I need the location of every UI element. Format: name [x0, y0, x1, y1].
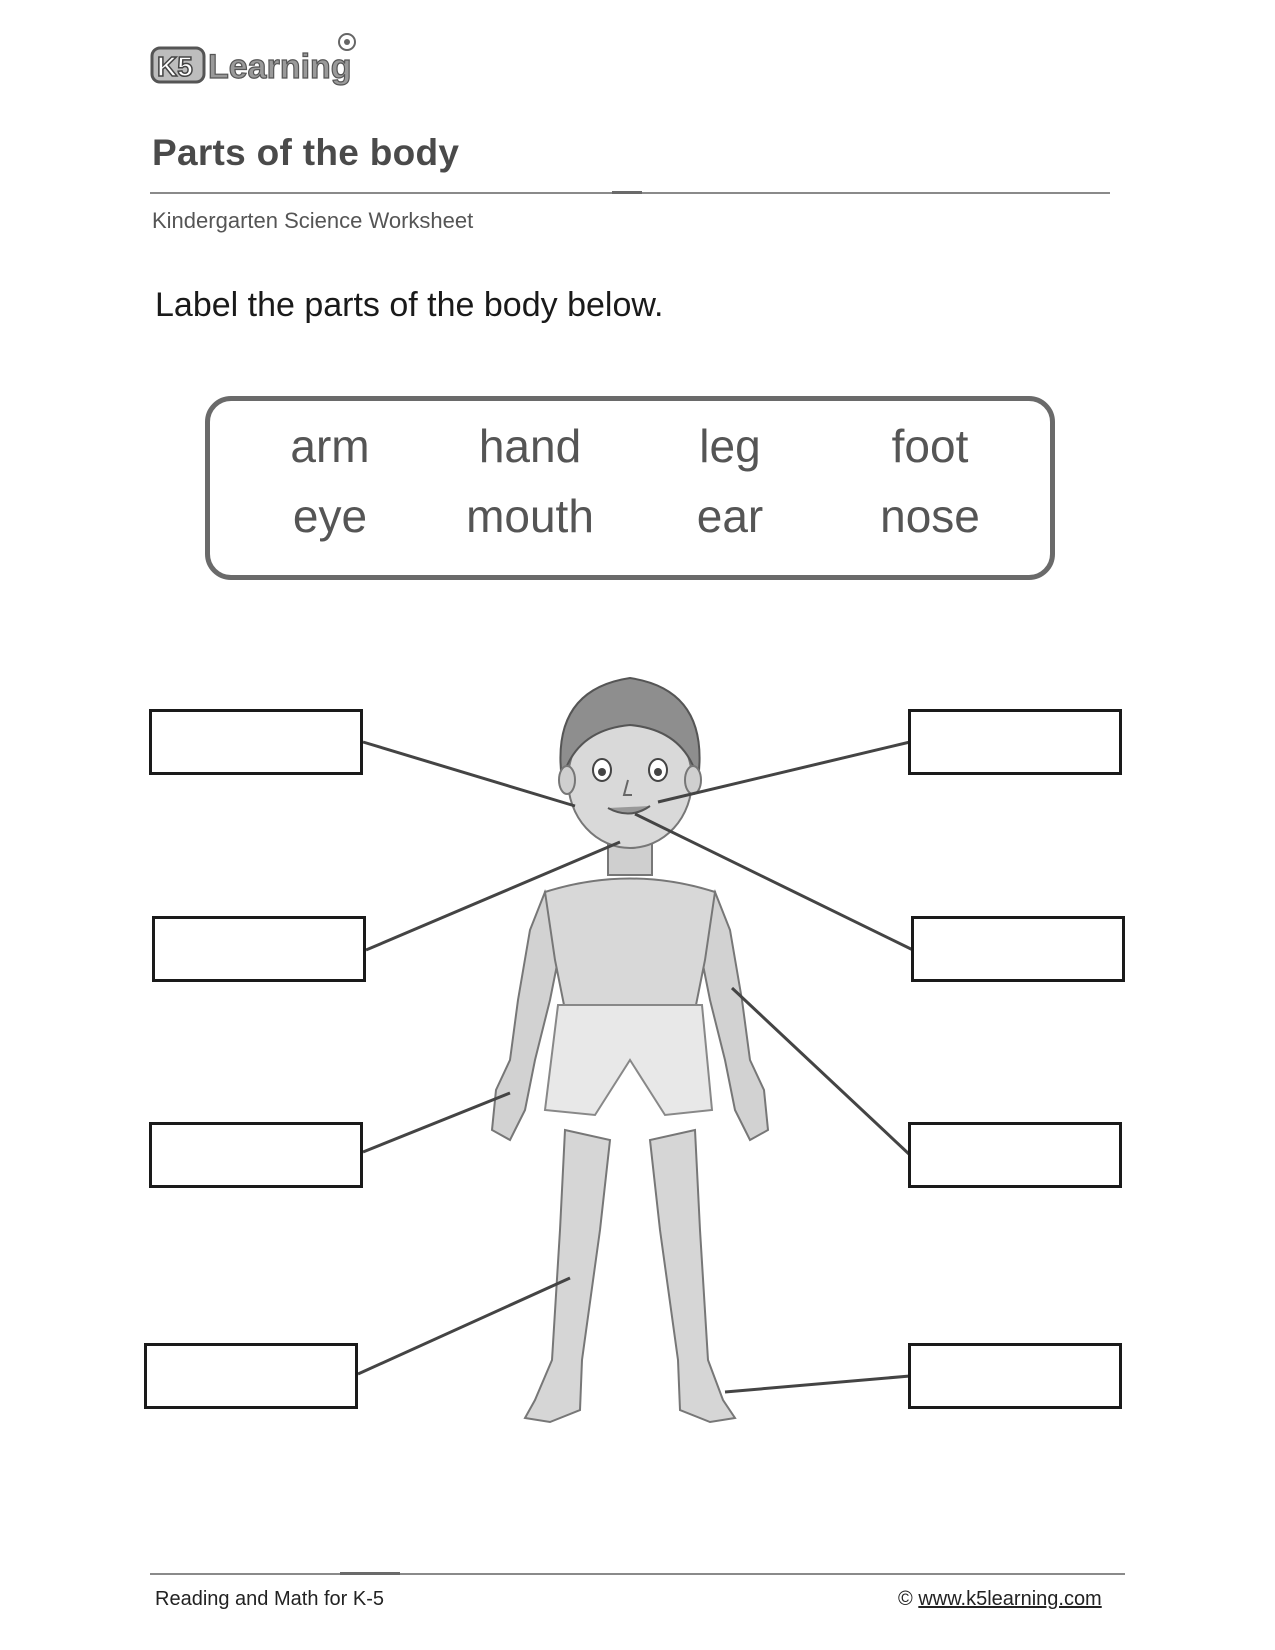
instruction-text: Label the parts of the body below. [155, 286, 664, 324]
worksheet-subtitle: Kindergarten Science Worksheet [152, 208, 474, 233]
word-bank-item: arm [290, 420, 370, 472]
answer-box-eye[interactable] [908, 709, 1122, 775]
copyright-symbol: © [898, 1588, 913, 1610]
answer-box-ear[interactable] [149, 709, 363, 775]
word-bank-item: hand [478, 420, 582, 472]
k5-learning-logo: K5 Learning [150, 30, 420, 90]
word-bank-item: ear [696, 490, 764, 542]
footer-divider-accent [340, 1572, 400, 1575]
footer-divider [150, 1573, 1125, 1575]
header-divider-accent [612, 191, 642, 194]
answer-box-leg[interactable] [144, 1343, 358, 1409]
website-link[interactable]: www.k5learning.com [918, 1588, 1102, 1610]
answer-box-foot[interactable] [908, 1343, 1122, 1409]
answer-box-nose[interactable] [911, 916, 1125, 982]
svg-text:K5: K5 [157, 51, 193, 82]
answer-box-hand[interactable] [149, 1122, 363, 1188]
worksheet-title: Parts of the body [152, 132, 460, 173]
word-bank-item: foot [891, 420, 969, 472]
answer-box-mouth[interactable] [152, 916, 366, 982]
footer-copyright: © www.k5learning.com [898, 1588, 1102, 1611]
word-bank-item: mouth [466, 490, 594, 542]
word-bank-item: eye [292, 490, 368, 542]
svg-text:Learning: Learning [208, 48, 352, 86]
word-bank-item: nose [880, 490, 980, 542]
word-bank-item: leg [699, 420, 761, 472]
footer-tagline: Reading and Math for K-5 [155, 1588, 385, 1610]
word-bank: arm hand leg foot eye mouth ear nose [205, 396, 1055, 580]
child-body-illustration [490, 670, 780, 1440]
answer-box-arm[interactable] [908, 1122, 1122, 1188]
